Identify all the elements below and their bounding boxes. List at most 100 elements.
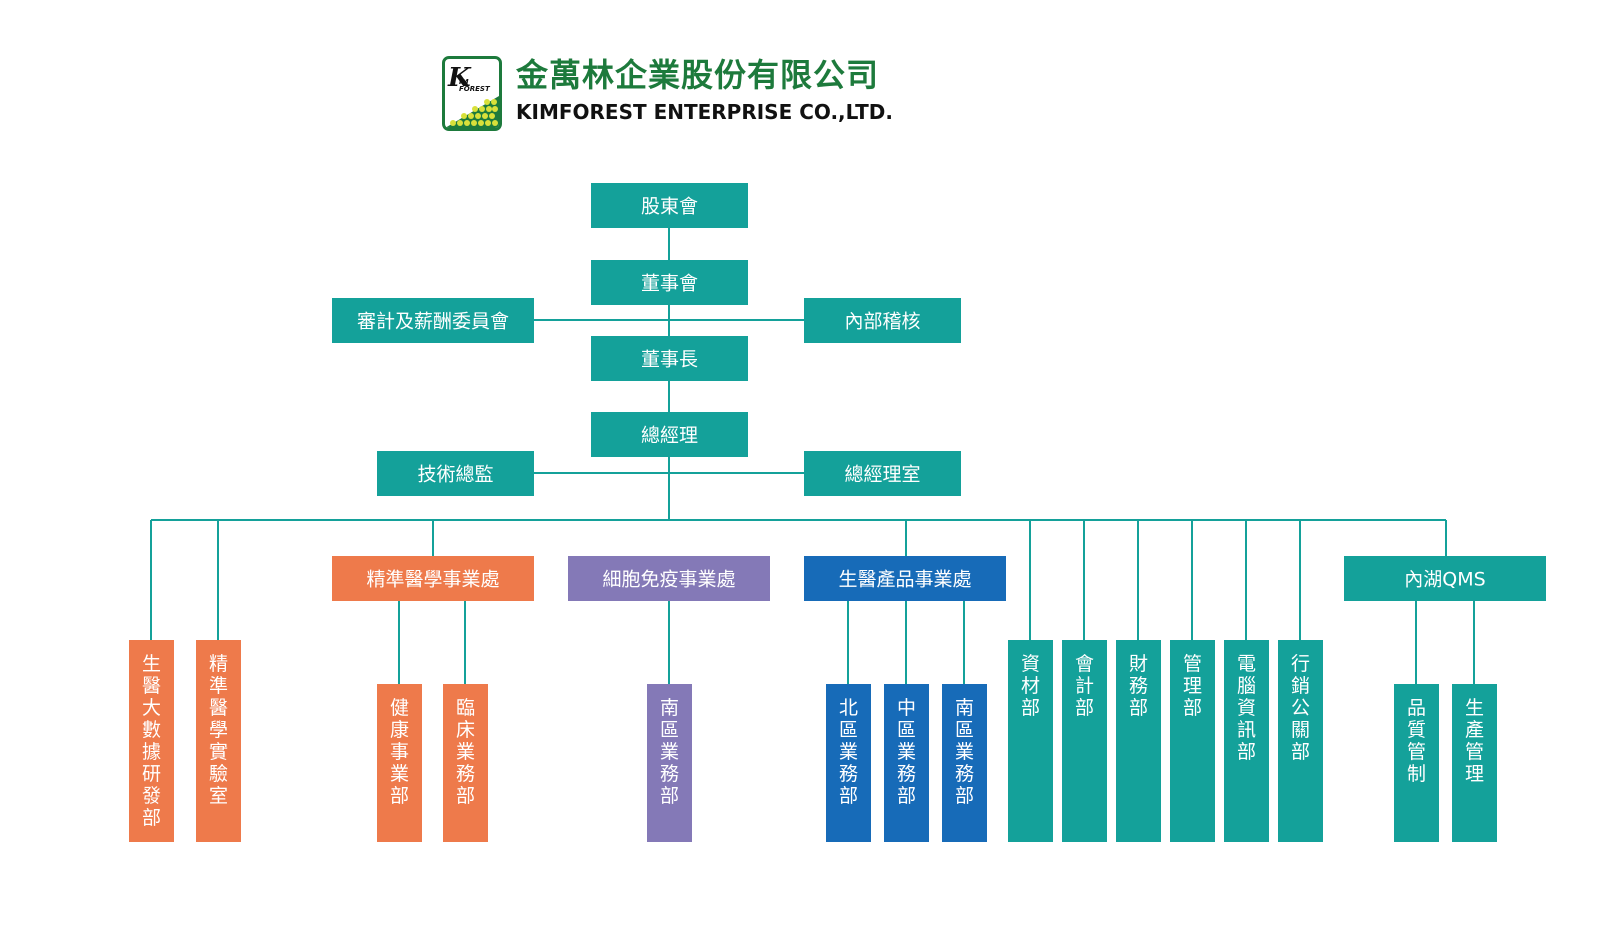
node-char: 部 xyxy=(1237,741,1256,763)
node-char: 理 xyxy=(1183,675,1202,697)
node-label-chairman: 董事長 xyxy=(641,349,698,371)
node-label-management: 管理部 xyxy=(1183,653,1202,719)
node-char: 部 xyxy=(897,785,916,807)
node-label-neihu-qms: 內湖QMS xyxy=(1404,569,1485,591)
node-char: 醫 xyxy=(142,675,161,697)
node-box-cell-immunity-division xyxy=(568,556,770,601)
node-label-biomed-bigdata-rd: 生醫大數據研發部 xyxy=(142,653,161,829)
node-char: 部 xyxy=(1291,741,1310,763)
node-char: 區 xyxy=(839,719,858,741)
node-char: 數 xyxy=(142,719,161,741)
node-char: 床 xyxy=(456,719,475,741)
node-char: 部 xyxy=(1183,697,1202,719)
logo-letter: K xyxy=(448,63,471,93)
node-char: 管 xyxy=(1407,741,1426,763)
node-char: 產 xyxy=(1465,719,1484,741)
node-box-shareholders xyxy=(591,183,748,228)
node-char: 資 xyxy=(1237,697,1256,719)
node-char: 部 xyxy=(839,785,858,807)
node-char: 生 xyxy=(1465,697,1484,719)
node-label-audit-committee: 審計及薪酬委員會 xyxy=(357,311,509,333)
node-char: 計 xyxy=(1075,675,1094,697)
node-char: 生 xyxy=(142,653,161,675)
node-char: 務 xyxy=(1129,675,1148,697)
node-char: 室 xyxy=(209,785,228,807)
node-label-north-business: 北區業務部 xyxy=(839,697,858,807)
node-label-internal-audit: 內部稽核 xyxy=(844,311,920,333)
logo-dots-icon xyxy=(445,96,499,128)
node-char: 部 xyxy=(456,785,475,807)
node-box-audit-committee xyxy=(332,298,534,343)
node-box-biomed-bigdata-rd xyxy=(129,640,174,842)
node-char: 南 xyxy=(955,697,974,719)
node-box-south-business-cell xyxy=(647,684,692,842)
node-box-north-business xyxy=(826,684,871,842)
node-char: 會 xyxy=(1075,653,1094,675)
node-char: 學 xyxy=(209,719,228,741)
node-box-quality-control xyxy=(1394,684,1439,842)
node-label-materials: 資材部 xyxy=(1021,653,1040,719)
node-char: 區 xyxy=(660,719,679,741)
node-char: 務 xyxy=(839,763,858,785)
node-label-finance: 財務部 xyxy=(1129,653,1148,719)
company-name-zh: 金萬林企業股份有限公司 xyxy=(516,56,880,94)
node-box-materials xyxy=(1008,640,1053,842)
node-label-it: 電腦資訊部 xyxy=(1237,653,1256,763)
kimforest-logo-mark: K IM FOREST xyxy=(442,56,502,131)
node-char: 部 xyxy=(390,785,409,807)
node-char: 公 xyxy=(1291,697,1310,719)
node-char: 質 xyxy=(1407,719,1426,741)
node-char: 事 xyxy=(390,741,409,763)
node-box-gm-office xyxy=(804,451,961,496)
node-char: 健 xyxy=(390,697,409,719)
node-char: 部 xyxy=(1021,697,1040,719)
node-box-clinical-business xyxy=(443,684,488,842)
node-box-board xyxy=(591,260,748,305)
node-char: 實 xyxy=(209,741,228,763)
company-name-en: KIMFOREST ENTERPRISE CO.,LTD. xyxy=(516,100,893,124)
node-char: 部 xyxy=(660,785,679,807)
node-label-clinical-business: 臨床業務部 xyxy=(456,697,475,807)
node-char: 精 xyxy=(209,653,228,675)
node-char: 區 xyxy=(897,719,916,741)
node-box-biomed-products-division xyxy=(804,556,1006,601)
node-char: 務 xyxy=(660,763,679,785)
node-char: 業 xyxy=(955,741,974,763)
node-char: 材 xyxy=(1021,675,1040,697)
node-label-health-business: 健康事業部 xyxy=(390,697,409,807)
node-char: 發 xyxy=(142,785,161,807)
node-char: 部 xyxy=(955,785,974,807)
node-box-accounting xyxy=(1062,640,1107,842)
node-box-south-business-biomed xyxy=(942,684,987,842)
node-char: 制 xyxy=(1407,763,1426,785)
node-box-health-business xyxy=(377,684,422,842)
node-label-quality-control: 品質管制 xyxy=(1407,697,1426,785)
node-box-neihu-qms xyxy=(1344,556,1546,601)
node-label-general-manager: 總經理 xyxy=(641,425,698,447)
node-box-central-business xyxy=(884,684,929,842)
node-label-technical-director: 技術總監 xyxy=(417,464,493,486)
node-label-gm-office: 總經理室 xyxy=(844,464,920,486)
node-box-precision-medicine-lab xyxy=(196,640,241,842)
node-label-shareholders: 股東會 xyxy=(641,196,698,218)
node-char: 務 xyxy=(955,763,974,785)
node-char: 部 xyxy=(1129,697,1148,719)
node-box-general-manager xyxy=(591,412,748,457)
node-char: 區 xyxy=(955,719,974,741)
node-char: 北 xyxy=(839,697,858,719)
node-label-central-business: 中區業務部 xyxy=(897,697,916,807)
node-char: 業 xyxy=(390,763,409,785)
node-char: 理 xyxy=(1465,763,1484,785)
org-nodes: 股東會董事會審計及薪酬委員會內部稽核董事長總經理技術總監總經理室精準醫學事業處細… xyxy=(129,183,1546,842)
node-char: 務 xyxy=(456,763,475,785)
node-char: 業 xyxy=(839,741,858,763)
node-label-precision-medicine-division: 精準醫學事業處 xyxy=(366,569,499,591)
node-char: 資 xyxy=(1021,653,1040,675)
node-char: 研 xyxy=(142,763,161,785)
logo-mark-text: IM FOREST xyxy=(459,78,490,93)
node-box-marketing-pr xyxy=(1278,640,1323,842)
node-char: 中 xyxy=(897,697,916,719)
node-char: 臨 xyxy=(456,697,475,719)
node-char: 關 xyxy=(1291,719,1310,741)
